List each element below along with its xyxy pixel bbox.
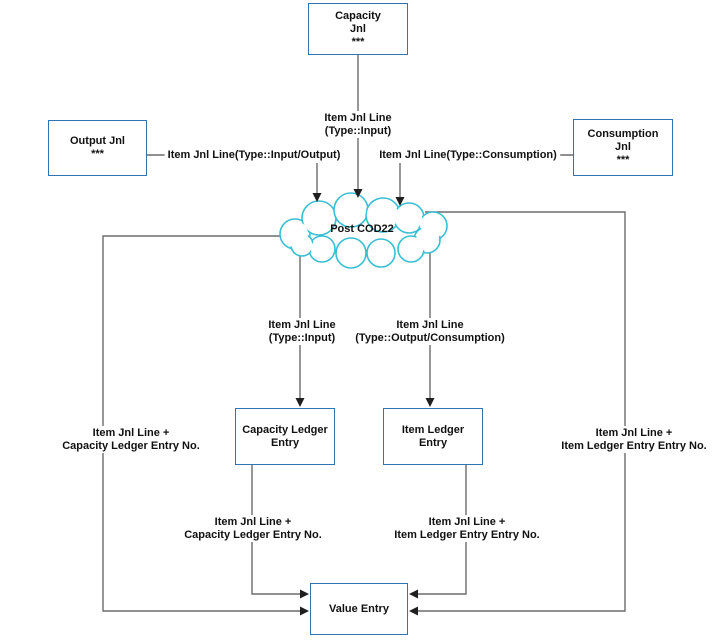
edge-label-output-to-cloud: Item Jnl Line(Type::Input/Output): [164, 148, 344, 163]
node-label-line: Capacity Ledger: [242, 423, 328, 436]
node-label-line: Output Jnl: [70, 135, 125, 147]
node-label-line: Jnl: [615, 141, 631, 153]
node-label-line: Capacity: [335, 9, 381, 22]
edge-label-item-ledger-to-value: Item Jnl Line + Item Ledger Entry Entry …: [391, 515, 543, 542]
node-label-line: ***: [351, 35, 365, 48]
node-label-line: Entry: [418, 436, 448, 449]
node-label-line: Value Entry: [329, 602, 389, 615]
post-cod22-cloud-shape: [279, 192, 448, 269]
edge-label-capacity-to-cloud: Item Jnl Line (Type::Input): [321, 111, 395, 138]
connector-post-cod22-left-to-value-entry: [102, 235, 303, 612]
node-label-line: Entry: [270, 436, 300, 449]
arrowheads: [295, 189, 435, 616]
node-capacity-ledger-entry: Capacity Ledger Entry: [235, 408, 335, 465]
connector-item-ledger-to-value-entry: [415, 465, 467, 595]
connector-capacity-ledger-to-value-entry: [251, 465, 303, 595]
edge-label-left-outer-to-value: Item Jnl Line + Capacity Ledger Entry No…: [59, 426, 203, 453]
node-label-line: ***: [616, 154, 630, 166]
edge-label-consumption-to-cloud: Item Jnl Line(Type::Consumption): [376, 148, 560, 163]
node-consumption-jnl: Consumption Jnl ***: [573, 119, 673, 176]
node-label-line: Item Ledger: [401, 423, 465, 436]
node-label-line: Jnl: [350, 22, 366, 35]
node-output-jnl: Output Jnl ***: [48, 120, 147, 176]
node-item-ledger-entry: Item Ledger Entry: [383, 408, 483, 465]
node-label-line: Consumption: [587, 128, 659, 140]
connector-post-cod22-right-to-value-entry: [415, 211, 626, 612]
edge-label-cloud-to-item-ledger: Item Jnl Line (Type::Output/Consumption): [352, 318, 508, 345]
edge-label-capacity-ledger-to-value: Item Jnl Line + Capacity Ledger Entry No…: [181, 515, 325, 542]
node-label-line: ***: [91, 148, 104, 160]
edge-label-cloud-to-capacity-ledger: Item Jnl Line (Type::Input): [265, 318, 339, 345]
node-value-entry: Value Entry: [310, 583, 408, 635]
node-post-cod22-label: Post COD22: [330, 223, 394, 235]
node-capacity-jnl: Capacity Jnl ***: [308, 3, 408, 55]
edge-label-right-outer-to-value: Item Jnl Line + Item Ledger Entry Entry …: [558, 426, 710, 453]
